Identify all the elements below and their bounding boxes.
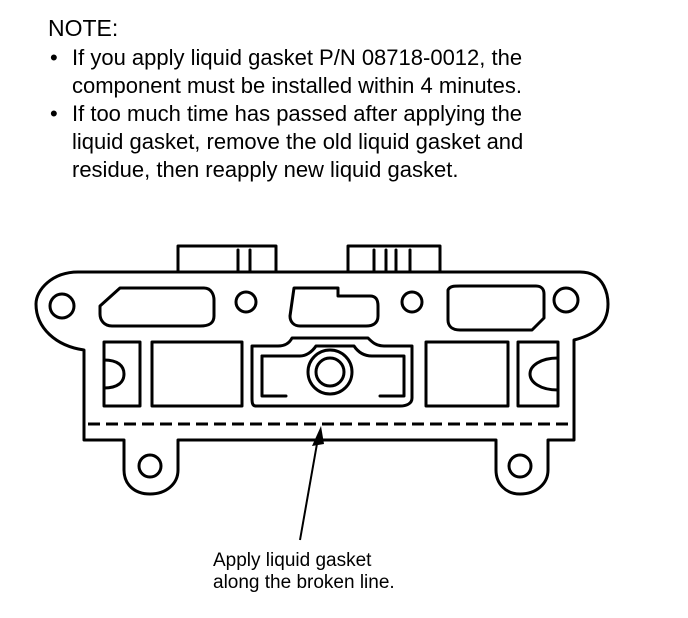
gasket-caption: Apply liquid gasket along the broken lin…: [213, 550, 395, 594]
note-title: NOTE:: [48, 15, 119, 41]
chamber-5: [516, 340, 560, 408]
leader-arrowhead: [312, 426, 324, 446]
chamber-3: [250, 336, 414, 408]
bullet-mark: •: [50, 45, 58, 70]
caption-line-1: Apply liquid gasket: [213, 550, 372, 571]
bolt-hole-lower-left: [137, 453, 163, 479]
chamber-1: [102, 340, 142, 408]
top-tab-left: [176, 244, 278, 274]
leader-line: [299, 437, 319, 541]
note-bullet-2: • If too much time has passed after appl…: [48, 100, 668, 184]
note-bullet-1-line-1: If you apply liquid gasket P/N 08718-001…: [72, 45, 523, 70]
chamber-4: [424, 340, 510, 408]
center-port: [306, 348, 354, 396]
note-bullet-2-line-3: residue, then reapply new liquid gasket.: [72, 157, 459, 182]
note-bullet-2-line-2: liquid gasket, remove the old liquid gas…: [72, 129, 524, 154]
passage-upper-left: [98, 286, 216, 328]
bullet-mark: •: [50, 101, 58, 126]
note-bullet-2-line-1: If too much time has passed after applyi…: [72, 101, 523, 126]
caption-line-2: along the broken line.: [213, 572, 395, 593]
top-tab-right: [346, 244, 442, 274]
housing-outline: [34, 270, 610, 496]
passage-upper-center: [288, 286, 380, 328]
note-bullet-1-line-2: component must be installed within 4 min…: [72, 73, 523, 98]
bolt-hole-left: [48, 292, 76, 320]
note-bullet-1: • If you apply liquid gasket P/N 08718-0…: [48, 44, 668, 100]
note-block: NOTE: • If you apply liquid gasket P/N 0…: [48, 14, 668, 184]
bolt-hole-right: [552, 286, 580, 314]
bolt-hole-lower-right: [507, 453, 533, 479]
chamber-2: [150, 340, 244, 408]
passage-upper-right: [446, 284, 546, 332]
